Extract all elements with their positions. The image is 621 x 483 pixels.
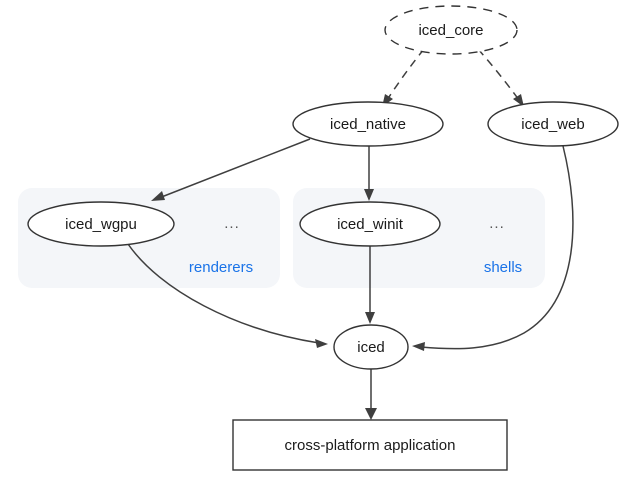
node-iced-native[interactable]: iced_native [292,101,444,147]
edge-web-to-iced-arrowhead [412,342,425,351]
node-iced-core[interactable]: iced_core [384,5,518,55]
edge-winit-to-iced [365,246,375,324]
node-iced-web[interactable]: iced_web [487,101,619,147]
edge-native-to-wgpu-line [158,138,311,199]
node-iced-native-shape[interactable] [292,101,444,147]
edge-wgpu-to-iced-arrowhead [315,339,328,348]
node-iced-label: iced [357,339,385,356]
node-iced-wgpu[interactable]: iced_wgpu [27,201,175,247]
edge-wgpu-to-iced [127,243,328,348]
node-iced-wgpu-label: iced_wgpu [65,216,137,233]
edge-winit-to-iced-arrowhead [365,312,375,324]
edge-core-to-web [477,48,524,107]
node-iced-wgpu-shape[interactable] [27,201,175,247]
renderers-more-ellipsis: ... [224,215,240,232]
edge-web-to-iced-line [420,145,574,350]
node-iced-winit-label: iced_winit [337,216,404,233]
node-iced-core-shape[interactable] [384,5,518,55]
node-iced-winit-shape[interactable] [299,201,441,247]
edge-iced-to-app-arrowhead [365,408,377,420]
node-iced-shape[interactable] [333,324,409,370]
edge-wgpu-to-iced-line [127,243,320,344]
node-cross-platform-application-shape[interactable] [232,419,508,471]
node-cross-platform-application[interactable]: cross-platform application [232,419,508,471]
node-cross-platform-application-label: cross-platform application [285,437,456,454]
edge-iced-to-app [365,369,377,420]
cluster-renderers-label: renderers [189,259,253,276]
node-iced-core-label: iced_core [418,22,483,39]
node-iced[interactable]: iced [333,324,409,370]
edge-native-to-wgpu [151,138,311,201]
edge-web-to-iced [412,145,574,351]
edge-core-to-native [382,48,425,107]
edge-core-to-web-arrowhead [513,94,524,107]
shells-more-ellipsis: ... [489,215,505,232]
edge-core-to-web-line [477,48,520,101]
edge-native-to-winit-arrowhead [364,189,374,201]
node-iced-web-shape[interactable] [487,101,619,147]
node-iced-web-label: iced_web [521,116,584,133]
edge-core-to-native-line [386,48,425,101]
node-iced-native-label: iced_native [330,116,406,133]
node-iced-winit[interactable]: iced_winit [299,201,441,247]
cluster-shells-label: shells [484,259,522,276]
edge-native-to-wgpu-arrowhead [151,191,165,201]
edge-native-to-winit [364,146,374,201]
